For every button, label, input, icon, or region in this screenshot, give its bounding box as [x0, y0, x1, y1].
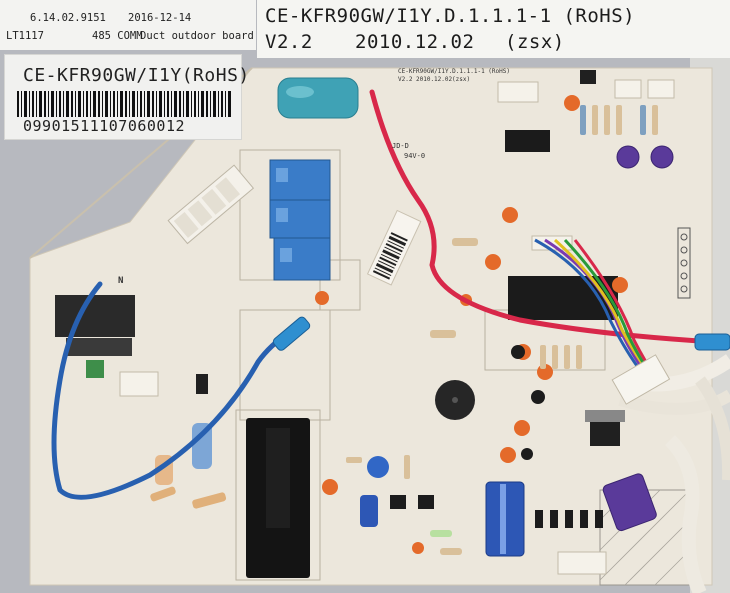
pcb-cert-jd: JD-D: [392, 142, 409, 150]
pcb-silk-model: CE-KFR90GW/I1Y.D.1.1.1-1 (RoHS): [398, 68, 510, 75]
pcb-silk-version: V2.2: [398, 76, 413, 83]
comm-type: 485 COMM: [92, 30, 143, 42]
chip-name: LT1117: [6, 30, 44, 42]
silkscreen-date: 2010.12.02: [355, 31, 475, 53]
silkscreen-zoom-strip: CE-KFR90GW/I1Y.D.1.1.1-1 (RoHS) V2.2 201…: [257, 0, 730, 58]
part-number: 6.14.02.9151: [30, 12, 106, 24]
pcb-cert-94v0: 94V-0: [404, 152, 426, 160]
sticker-serial: 09901511107060012: [23, 117, 186, 135]
part-label-strip: 6.14.02.9151 2016-12-14 LT1117 485 COMM …: [0, 0, 256, 50]
pcb-silk-author: (zsx): [452, 76, 471, 83]
silkscreen-version: V2.2: [265, 31, 313, 53]
board-description: Duct outdoor board: [140, 30, 254, 42]
silkscreen-model: CE-KFR90GW/I1Y.D.1.1.1-1 (RoHS): [265, 5, 636, 27]
barcode-graphic: [17, 91, 231, 117]
pcb-silk-date: 2010.12.02: [416, 76, 453, 83]
silkscreen-author: (zsx): [505, 31, 565, 53]
barcode-sticker: CE-KFR90GW/I1Y(RoHS): [4, 54, 249, 140]
sticker-model: CE-KFR90GW/I1Y(RoHS): [23, 65, 250, 86]
pcb-n-terminal-label: N: [118, 276, 124, 286]
label-date: 2016-12-14: [128, 12, 192, 24]
